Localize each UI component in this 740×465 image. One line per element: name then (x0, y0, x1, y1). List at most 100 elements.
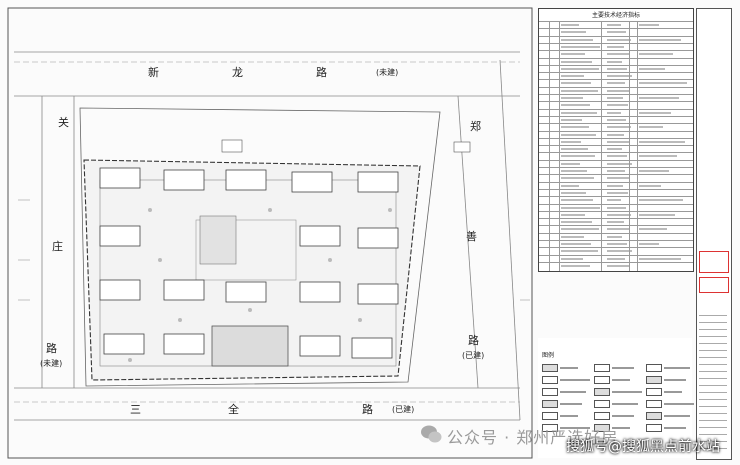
legend-label (664, 367, 690, 369)
table-cell (561, 243, 591, 245)
table-row (539, 254, 693, 256)
table-cell (639, 111, 671, 114)
table-cell (561, 148, 588, 151)
table-cell (561, 213, 585, 216)
wechat-watermark: 公众号 · 郑州严选好房 (447, 428, 619, 447)
legend-swatch (646, 388, 662, 396)
table-cell (561, 126, 589, 129)
legend-label (560, 427, 590, 429)
site-plan-drawing (7, 7, 533, 459)
table-cell (607, 213, 631, 216)
table-row (539, 101, 693, 103)
south-road-char: 三 (130, 403, 141, 416)
table-cell (639, 184, 661, 187)
table-cell (639, 24, 659, 26)
table-cell (561, 111, 597, 114)
table-cell (607, 148, 622, 151)
table-row (539, 152, 693, 154)
table-row (539, 64, 693, 66)
table-cell (607, 24, 621, 26)
table-cell (561, 24, 579, 26)
table-cell (561, 221, 592, 224)
table-cell (607, 199, 621, 202)
table-cell (561, 257, 583, 260)
table-cell (561, 228, 599, 231)
table-cell (607, 191, 628, 194)
table-row (539, 232, 693, 234)
legend-label (612, 427, 630, 429)
table-cell (607, 170, 625, 172)
table-cell (607, 264, 630, 267)
table-cell (639, 199, 683, 202)
table-column-line (549, 21, 550, 271)
east-road-char: 善 (466, 230, 477, 243)
table-cell (607, 45, 624, 48)
seal-stamp (699, 277, 729, 293)
table-cell (607, 133, 624, 136)
legend-swatch (542, 412, 558, 420)
table-cell (639, 97, 679, 99)
table-cell (561, 191, 586, 194)
table-cell (607, 243, 627, 245)
table-cell (607, 82, 625, 85)
table-cell (607, 31, 626, 34)
table-cell (639, 126, 663, 129)
table-cell (607, 104, 628, 107)
table-row (539, 42, 693, 44)
table-cell (607, 53, 629, 56)
table-row (539, 130, 693, 132)
table-cell (561, 45, 600, 48)
table-cell (561, 133, 596, 136)
table-row (539, 218, 693, 220)
table-cell (561, 89, 598, 92)
approval-stamp (699, 251, 729, 273)
table-row (539, 145, 693, 147)
table-cell (561, 104, 590, 107)
table-cell (607, 177, 630, 180)
legend-swatch (594, 364, 610, 372)
table-cell (561, 60, 592, 63)
table-cell (607, 235, 622, 238)
table-row (539, 188, 693, 190)
west-road-char: 庄 (52, 240, 63, 253)
table-cell (561, 235, 584, 238)
north-road-char: 路 (316, 66, 327, 79)
table-cell (561, 75, 584, 78)
table-row (539, 159, 693, 161)
north-road-char: 新 (148, 66, 159, 79)
table-row (539, 115, 693, 117)
table-column-line (601, 21, 602, 271)
table-cell (639, 67, 665, 70)
legend-swatch (542, 400, 558, 408)
table-cell (607, 75, 632, 78)
table-cell (607, 111, 621, 114)
wechat-icon (421, 425, 442, 443)
legend-label (612, 415, 634, 417)
legend-label (560, 415, 578, 417)
legend-swatch (646, 376, 662, 384)
table-row (539, 86, 693, 88)
table-cell (639, 228, 667, 231)
legend-title: 图例 (542, 352, 555, 359)
title-block-lines (699, 309, 727, 449)
legend-swatch (594, 424, 610, 432)
table-row (539, 35, 693, 37)
table-cell (561, 38, 593, 41)
table-cell (561, 250, 598, 253)
table-cell (561, 82, 591, 85)
east-road-status: (已建) (462, 351, 485, 360)
legend-label (612, 391, 642, 393)
table-row (539, 196, 693, 198)
table-cell (639, 82, 687, 85)
table-cell (639, 140, 685, 143)
north-road-status: (未建) (376, 68, 399, 77)
table-row (539, 50, 693, 52)
legend-swatch (646, 400, 662, 408)
table-cell (639, 213, 675, 216)
table-row (539, 28, 693, 30)
table-row (539, 79, 693, 81)
table-cell (561, 206, 600, 209)
table-cell (607, 184, 623, 187)
table-cell (607, 89, 630, 92)
table-row (539, 72, 693, 74)
